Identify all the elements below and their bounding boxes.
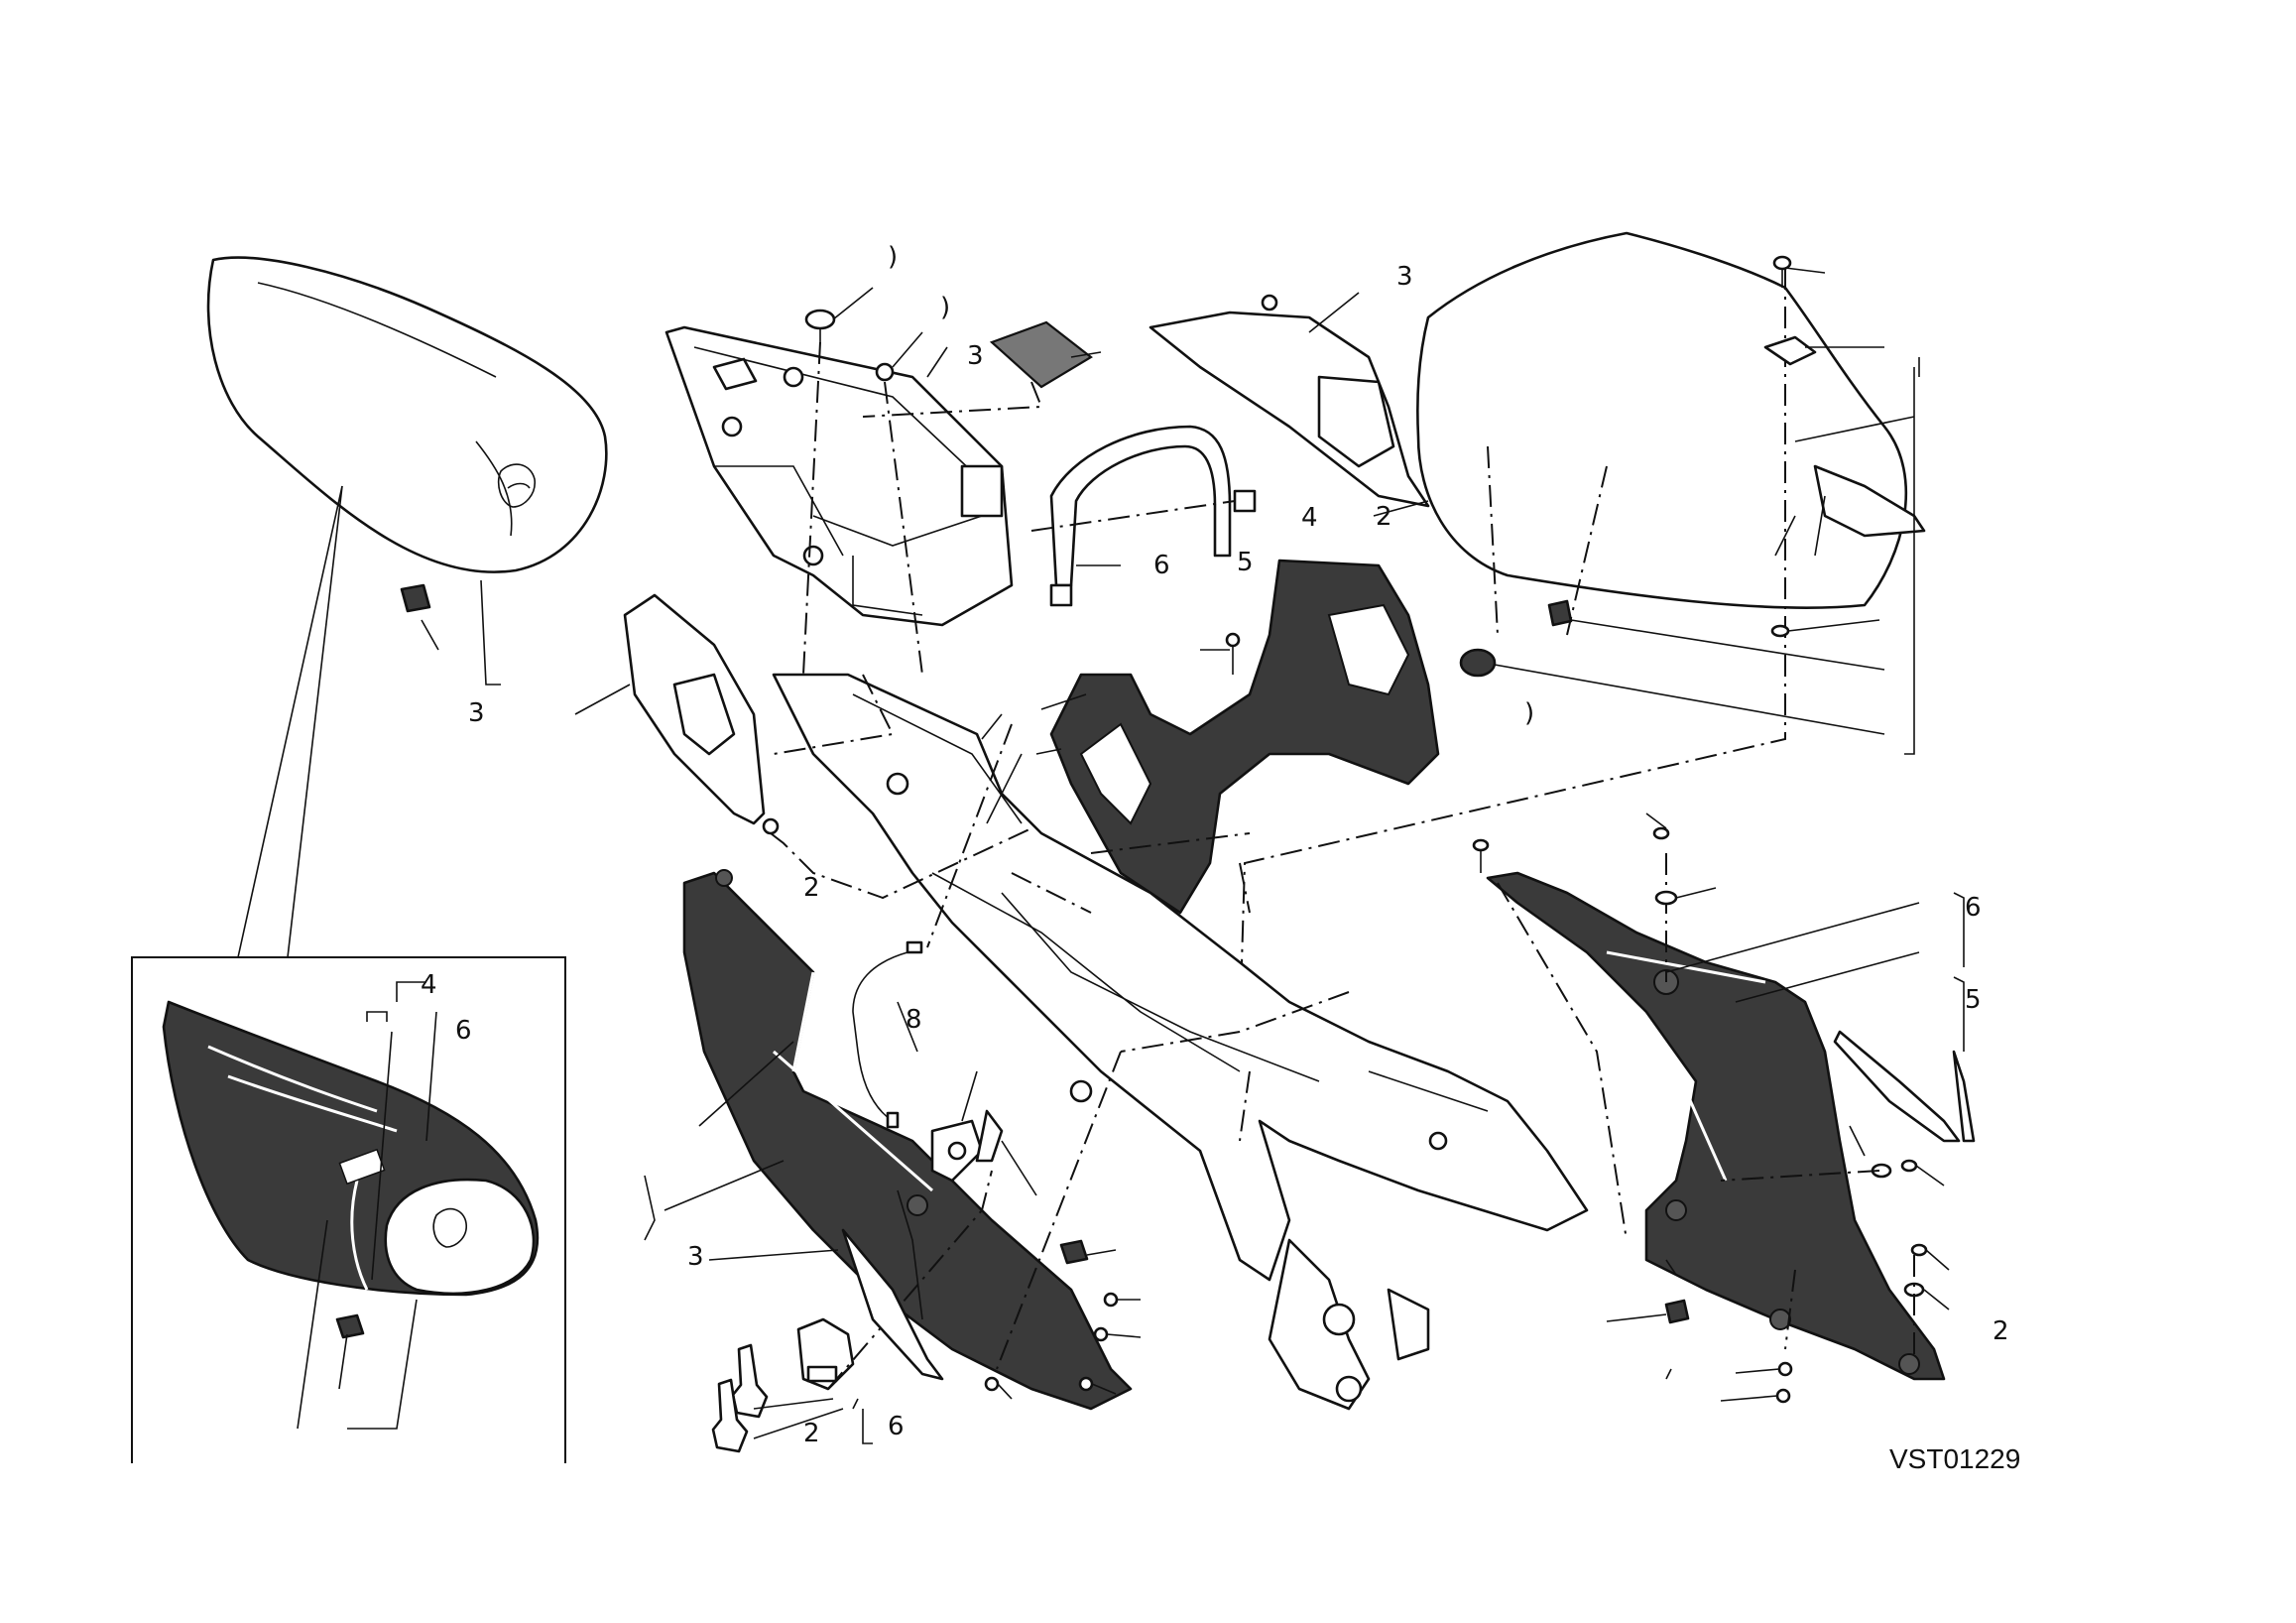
- ducati-logo-icon: [497, 463, 536, 508]
- screw-icon: [875, 362, 895, 382]
- washer-icon: [1770, 624, 1790, 638]
- left-upper-panel: [623, 593, 766, 825]
- passenger-seat: [206, 256, 608, 573]
- grab-handle: [1049, 425, 1232, 607]
- screw-icon: [804, 309, 836, 342]
- inset-seat-cover-box: [131, 956, 566, 1463]
- washer-icon: [1654, 890, 1678, 906]
- callout-label: 5: [1965, 985, 1982, 1015]
- rubber-mat: [989, 320, 1093, 389]
- screw-icon: [1910, 1243, 1928, 1257]
- ducati-logo-icon: [432, 1207, 467, 1248]
- grommet-icon: [1459, 648, 1497, 678]
- tail-fairing-center: [1049, 559, 1440, 915]
- screw-icon: [1225, 632, 1241, 675]
- seat-rubber-pad: [400, 583, 431, 613]
- rider-seat: [1416, 231, 1926, 609]
- callout-label: 3: [1396, 262, 1413, 292]
- screw-icon: [1772, 255, 1792, 288]
- callout-label: ): [888, 242, 898, 272]
- callout-label: 6: [455, 1016, 472, 1046]
- callout-label: ): [940, 293, 950, 322]
- callout-label: 2: [1993, 1316, 2009, 1346]
- rubber-pad-icon: [1547, 599, 1573, 627]
- screw-icon: [1900, 1159, 1918, 1173]
- right-side-panel: [1486, 871, 1946, 1381]
- callout-label: 3: [468, 698, 485, 728]
- screw-icon: [1652, 826, 1670, 840]
- callout-label: 3: [687, 1242, 704, 1272]
- callout-label: 6: [1965, 893, 1982, 923]
- callout-label: 6: [888, 1412, 905, 1441]
- trim-strip-left: [841, 1228, 944, 1381]
- screw-icon: [1233, 489, 1257, 513]
- callout-label: 2: [803, 873, 820, 903]
- rubber-bushing-icon: [1763, 335, 1817, 366]
- callout-label: 8: [906, 1005, 922, 1035]
- screw-icon: [1472, 838, 1490, 873]
- drawing-code: VST01229: [1889, 1443, 2020, 1474]
- key-icon: [731, 1343, 769, 1419]
- callout-label: 5: [1237, 548, 1254, 577]
- screw-icon: [1103, 1292, 1119, 1308]
- callout-label: ): [1524, 698, 1534, 728]
- electronics-tray: [665, 325, 1014, 627]
- trim-strip-right: [1833, 1030, 1976, 1143]
- callout-label: 2: [1376, 502, 1392, 532]
- callout-label: 4: [421, 970, 437, 1000]
- screw-icon: [984, 1376, 1000, 1392]
- hinge-bracket: [930, 1119, 984, 1183]
- seat-release-cable: [852, 940, 923, 1129]
- callout-label: 3: [967, 341, 984, 371]
- rubber-pad-icon: [1664, 1299, 1690, 1324]
- screw-icon: [1775, 1388, 1791, 1404]
- seat-cowl: [162, 1000, 540, 1297]
- screw-icon: [1093, 1326, 1109, 1342]
- lock-cylinder: [796, 1317, 855, 1391]
- nut-icon: [762, 817, 780, 835]
- hook-bracket: [975, 1109, 1004, 1163]
- callout-label: 4: [1301, 503, 1318, 533]
- screw-icon: [1078, 1376, 1094, 1392]
- key-icon: [711, 1378, 749, 1453]
- left-side-panel: [682, 869, 1133, 1411]
- callout-label: 2: [803, 1419, 820, 1448]
- upper-side-panel: [1148, 294, 1430, 508]
- rubber-pad-icon: [1059, 1239, 1089, 1265]
- rear-subframe: [772, 673, 1589, 1411]
- screw-icon: [1777, 1361, 1793, 1377]
- callout-label: 6: [1153, 551, 1170, 580]
